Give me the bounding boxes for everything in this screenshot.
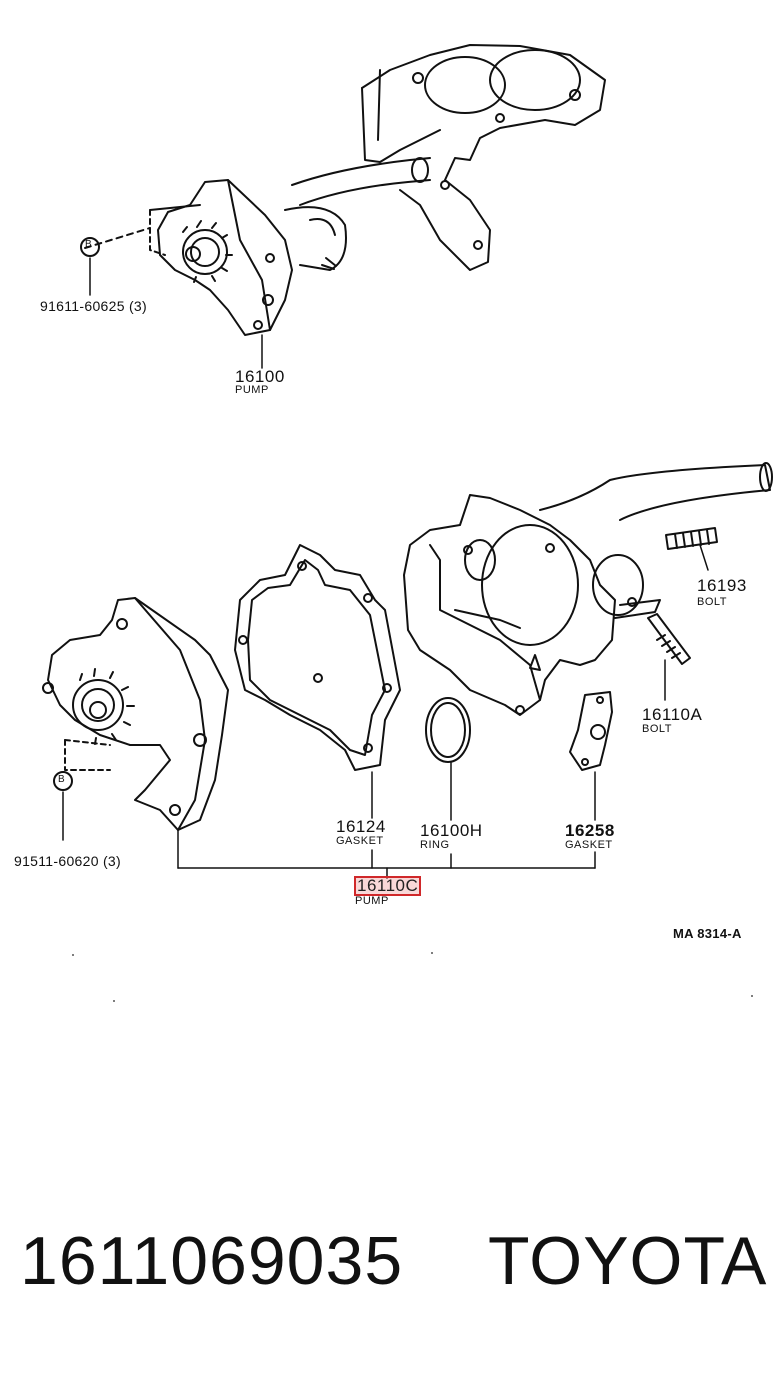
bolt-16110a-number: 16110A (642, 705, 703, 724)
bolt-16110a (647, 613, 691, 701)
diagram-code: MA 8314-A (673, 926, 742, 941)
footer-brand: TOYOTA (488, 1223, 768, 1299)
top-pump-caption: PUMP (235, 384, 269, 396)
gasket2-caption: GASKET (565, 839, 613, 851)
gasket (234, 544, 401, 771)
top-pipe (291, 157, 431, 206)
bottom-leaders (177, 761, 596, 879)
bolt-marker-b-bottom: B (58, 774, 65, 785)
bottom-bolt-ref: 91511-60620 (3) (14, 853, 121, 869)
gasket-caption: GASKET (336, 835, 384, 847)
footer-part-number: 1611069035 (20, 1223, 404, 1299)
stud-bolt-16193 (665, 527, 718, 550)
stud-bolt-leader (699, 544, 709, 571)
engine-block-outline (361, 44, 606, 271)
top-water-pump (84, 179, 347, 336)
top-bolt-ref: 91611-60625 (3) (40, 298, 147, 314)
water-inlet-housing (403, 462, 773, 716)
highlighted-pump-number[interactable]: 16110C (354, 876, 422, 896)
gasket2-number: 16258 (565, 821, 615, 840)
bottom-pump-caption: PUMP (355, 895, 389, 907)
bolt-16110a-caption: BOLT (642, 723, 672, 735)
bottom-bolt-marker (53, 771, 73, 841)
small-gasket (569, 691, 613, 771)
ring-caption: RING (420, 839, 450, 851)
gasket-number: 16124 (336, 817, 386, 836)
o-ring (425, 697, 471, 763)
ring-number: 16100H (420, 821, 483, 840)
bolt-16193-number: 16193 (697, 576, 747, 595)
scan-specks (72, 952, 753, 1002)
bottom-water-pump (42, 597, 229, 831)
top-pump-number: 16100 (235, 367, 285, 386)
bolt-16193-caption: BOLT (697, 596, 727, 608)
top-bolt-marker (80, 237, 100, 296)
bolt-marker-b-top: B (85, 239, 92, 250)
